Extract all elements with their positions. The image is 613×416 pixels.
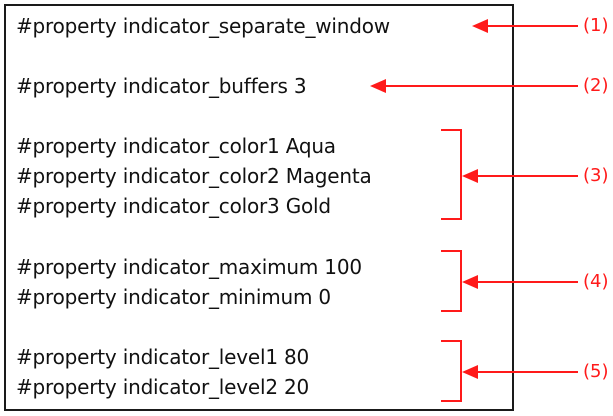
code-line-minimum: #property indicator_minimum 0: [16, 285, 331, 309]
code-line-level1: #property indicator_level1 80: [16, 345, 310, 369]
annotation-label-5: (5): [583, 361, 609, 382]
annotation-label-2: (2): [583, 75, 609, 96]
code-line-level2: #property indicator_level2 20: [16, 375, 310, 399]
arrow-2-head-icon: [370, 79, 386, 93]
code-line-maximum: #property indicator_maximum 100: [16, 255, 362, 279]
code-line-color2: #property indicator_color2 Magenta: [16, 164, 372, 188]
arrow-5-head-icon: [462, 365, 478, 379]
code-line-buffers: #property indicator_buffers 3: [16, 74, 307, 98]
arrow-3-head-icon: [462, 169, 478, 183]
arrow-4-head-icon: [462, 275, 478, 289]
arrow-1-head-icon: [472, 19, 488, 33]
bracket-3: [441, 129, 462, 220]
annotation-label-3: (3): [583, 165, 609, 186]
bracket-4: [441, 250, 462, 312]
bracket-5: [441, 340, 462, 402]
code-line-color3: #property indicator_color3 Gold: [16, 194, 331, 218]
code-line-separate-window: #property indicator_separate_window: [16, 14, 390, 38]
code-box: [4, 4, 514, 411]
annotation-label-1: (1): [583, 15, 609, 36]
annotation-label-4: (4): [583, 271, 609, 292]
code-line-color1: #property indicator_color1 Aqua: [16, 134, 336, 158]
